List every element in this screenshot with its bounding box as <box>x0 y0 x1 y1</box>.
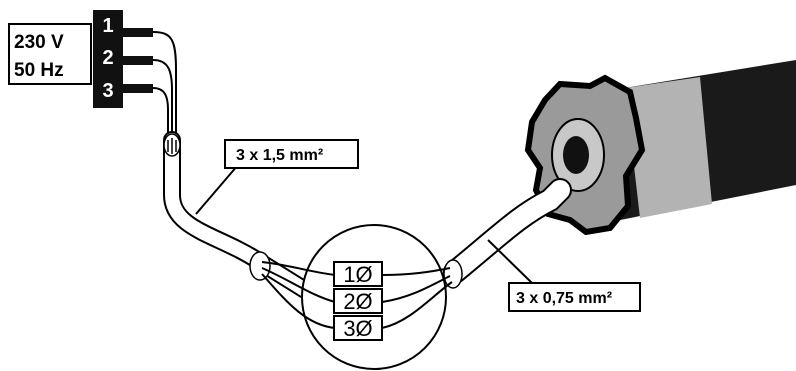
tubular-motor-icon <box>524 60 796 236</box>
supply-terminal-3: 3 <box>102 80 113 102</box>
supply-cable-label: 3 x 1,5 mm² <box>236 147 323 164</box>
supply-label-box: 230 V 50 Hz <box>8 23 92 85</box>
motor-cable <box>443 178 572 289</box>
supply-cable <box>163 131 314 299</box>
motor-cable-callout: 3 x 0,75 mm² <box>487 239 641 312</box>
supply-terminal-2: 2 <box>102 47 113 69</box>
frequency-label: 50 Hz <box>14 60 64 81</box>
connector-terminal-1: 1Ø <box>343 262 372 287</box>
supply-wires <box>152 31 177 150</box>
supply-terminal-strip: 1 2 3 <box>93 10 153 108</box>
supply-cable-callout: 3 x 1,5 mm² <box>195 139 359 215</box>
motor-cable-label: 3 x 0,75 mm² <box>516 290 612 307</box>
supply-terminal-1: 1 <box>102 15 113 37</box>
connector-terminal-2: 2Ø <box>343 289 372 314</box>
connector-terminal-3: 3Ø <box>343 316 372 341</box>
terminal-block-icon: 1Ø 2Ø 3Ø <box>261 224 453 370</box>
voltage-label: 230 V <box>14 32 64 53</box>
